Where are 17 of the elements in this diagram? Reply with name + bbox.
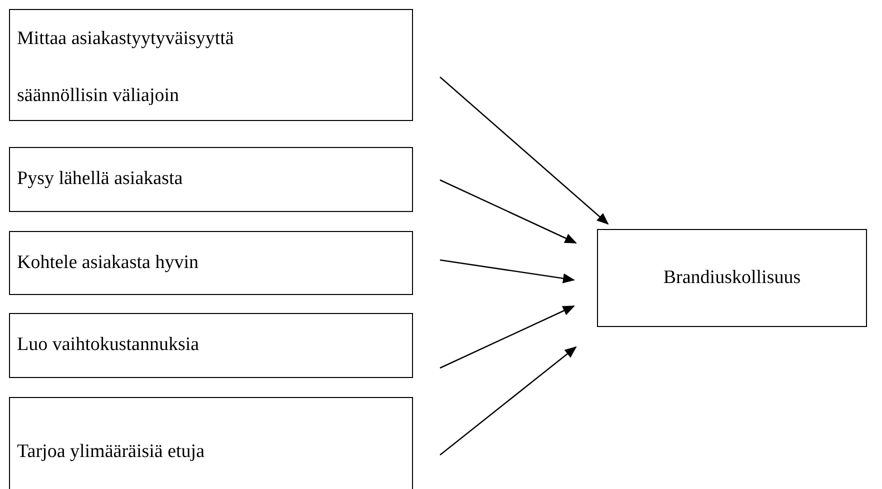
arrow [440,179,577,244]
box-label: Tarjoa ylimääräisiä etuja [17,440,205,464]
arrow [440,305,575,369]
box-label: Mittaa asiakastyytyväisyyttä säännöllisin väliajoin [17,27,235,108]
arrow [440,259,575,284]
arrow [440,76,609,225]
box-label: Brandiuskollisuus [663,266,801,290]
box-label: Kohtele asiakasta hyvin [17,250,199,275]
process-box [9,9,413,121]
process-box [9,231,413,295]
process-box [9,313,413,378]
box-label: Luo vaihtokustannuksia [17,333,200,358]
process-box [9,397,413,489]
arrow [440,346,577,456]
process-box [597,229,867,327]
box-label: Pysy lähellä asiakasta [17,167,183,192]
process-box [9,147,413,212]
